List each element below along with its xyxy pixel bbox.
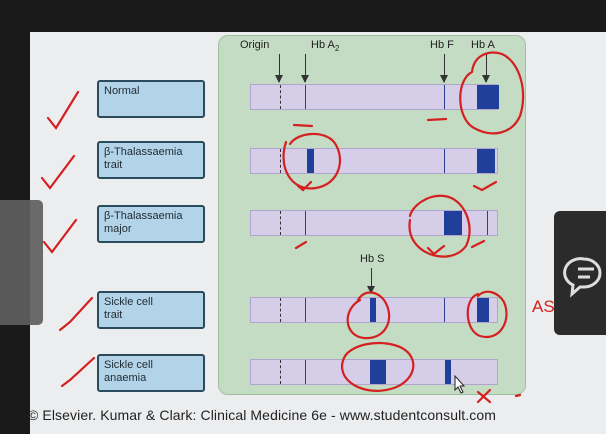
faint-band — [487, 211, 488, 235]
gel-strip-normal — [250, 84, 499, 110]
row-label-sickle-cell-trait: Sickle cell trait — [97, 291, 205, 329]
hemoglobin-band — [444, 211, 462, 235]
chat-tab[interactable] — [554, 211, 606, 335]
side-tab[interactable] — [0, 200, 43, 325]
faint-band — [444, 149, 445, 173]
origin-line — [280, 211, 281, 235]
gel-strip-sickle-cell-trait — [250, 297, 498, 323]
hemoglobin-band — [370, 298, 376, 322]
faint-band — [444, 85, 445, 109]
hemoglobin-band — [477, 85, 499, 109]
copyright-caption: © Elsevier. Kumar & Clark: Clinical Medi… — [28, 407, 497, 423]
gel-strip-beta-thal-trait — [250, 148, 498, 174]
origin-line — [280, 298, 281, 322]
origin-line — [280, 149, 281, 173]
hemoglobin-band — [307, 149, 314, 173]
hemoglobin-band — [477, 298, 489, 322]
gel-strip-sickle-cell-anaemia — [250, 359, 498, 385]
column-label-hb-f: Hb F — [430, 39, 454, 51]
row-label-normal: Normal — [97, 80, 205, 118]
faint-band — [305, 298, 306, 322]
column-label-hb-s: Hb S — [360, 253, 385, 265]
row-label-beta-thal-trait: β-Thalassaemia trait — [97, 141, 205, 179]
hb-s-arrow-icon — [367, 268, 375, 294]
faint-band — [444, 298, 445, 322]
speech-bubble-icon — [563, 257, 602, 298]
row-label-beta-thal-major: β-Thalassaemia major — [97, 205, 205, 243]
hemoglobin-band — [445, 360, 451, 384]
hemoglobin-band — [370, 360, 386, 384]
hb-f-arrow-icon — [440, 54, 448, 83]
faint-band — [305, 85, 306, 109]
faint-band — [305, 360, 306, 384]
hb-a-arrow-icon — [482, 54, 490, 83]
column-label-hb-a: Hb A — [471, 39, 495, 51]
hb-a2-arrow-icon — [301, 54, 309, 83]
origin-line — [280, 360, 281, 384]
origin-arrow-icon — [275, 54, 283, 83]
row-label-sickle-cell-anaemia: Sickle cell anaemia — [97, 354, 205, 392]
faint-band — [305, 211, 306, 235]
origin-line — [280, 85, 281, 109]
column-label-hb-a2: Hb A2 — [311, 39, 340, 54]
column-label-origin: Origin — [240, 39, 270, 51]
gel-strip-beta-thal-major — [250, 210, 498, 236]
hemoglobin-band — [477, 149, 495, 173]
